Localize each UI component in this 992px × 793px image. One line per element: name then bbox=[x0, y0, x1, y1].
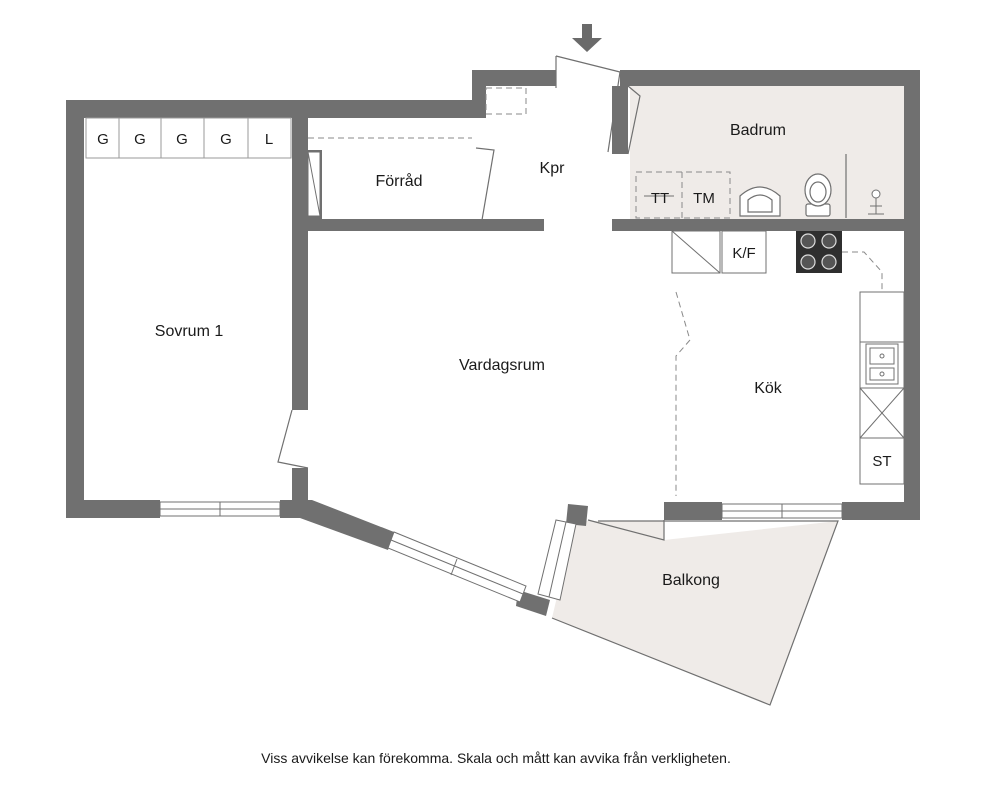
room-label-vardagsrum: Vardagsrum bbox=[459, 357, 545, 374]
doors bbox=[277, 55, 641, 469]
badrum-floor bbox=[630, 84, 904, 219]
kitchen-cabinets bbox=[671, 230, 905, 485]
room-label-sovrum: Sovrum 1 bbox=[155, 323, 224, 340]
fixture-label-tm: TM bbox=[693, 190, 715, 207]
kitchen-sink-icon bbox=[865, 343, 899, 385]
toilet-icon bbox=[804, 173, 832, 217]
storage-door bbox=[475, 147, 495, 221]
wall-living-angled-a bbox=[292, 500, 394, 550]
wall-mid-left bbox=[300, 219, 544, 231]
wall-partition-bedroom bbox=[292, 110, 308, 410]
room-label-kok: Kök bbox=[754, 380, 783, 397]
wall-mid-right bbox=[612, 219, 904, 231]
wall-balcony-top-pillar bbox=[566, 504, 588, 526]
wardrobe-label-4: G bbox=[220, 131, 232, 148]
sink-icon bbox=[739, 186, 781, 217]
wardrobe-row bbox=[85, 117, 292, 159]
wall-top-left bbox=[66, 100, 472, 118]
wardrobe-label-5: L bbox=[265, 131, 273, 148]
wall-kitchen-bottom-b bbox=[842, 502, 920, 520]
wall-bedroom-left bbox=[66, 100, 84, 518]
fixture-label-st: ST bbox=[872, 453, 891, 470]
balcony-outline bbox=[551, 520, 839, 706]
balkong-floor bbox=[552, 521, 838, 705]
wardrobe-label-1: G bbox=[97, 131, 109, 148]
bedroom-door bbox=[277, 409, 309, 469]
wardrobe-label-2: G bbox=[134, 131, 146, 148]
room-label-forrad: Förråd bbox=[375, 172, 422, 190]
bathroom-door bbox=[627, 85, 641, 155]
storage-shelf bbox=[307, 151, 321, 217]
room-label-balkong: Balkong bbox=[662, 572, 720, 589]
fixture-label-tt: TT bbox=[651, 190, 669, 207]
wall-hall-top bbox=[472, 70, 556, 86]
balcony-top-edge bbox=[587, 519, 665, 541]
entrance-door bbox=[555, 55, 621, 153]
walls bbox=[66, 70, 920, 616]
wall-right bbox=[904, 70, 920, 520]
wall-bath-left bbox=[612, 86, 628, 154]
fixture-label-kf: K/F bbox=[732, 245, 755, 262]
shower-icon bbox=[868, 189, 884, 215]
wall-kitchen-bottom-a bbox=[664, 502, 722, 520]
wall-top-right bbox=[620, 70, 920, 86]
room-label-badrum: Badrum bbox=[730, 122, 786, 139]
stove-icon bbox=[796, 231, 842, 273]
wardrobe-label-3: G bbox=[176, 131, 188, 148]
room-label-kpr: Kpr bbox=[540, 160, 566, 177]
entrance-arrow-icon bbox=[572, 24, 602, 52]
windows bbox=[159, 501, 843, 603]
disclaimer-text: Viss avvikelse kan förekomma. Skala och … bbox=[261, 750, 731, 766]
wall-bedroom-bottom-a bbox=[66, 500, 160, 518]
wall-balcony-pillar bbox=[516, 590, 550, 616]
